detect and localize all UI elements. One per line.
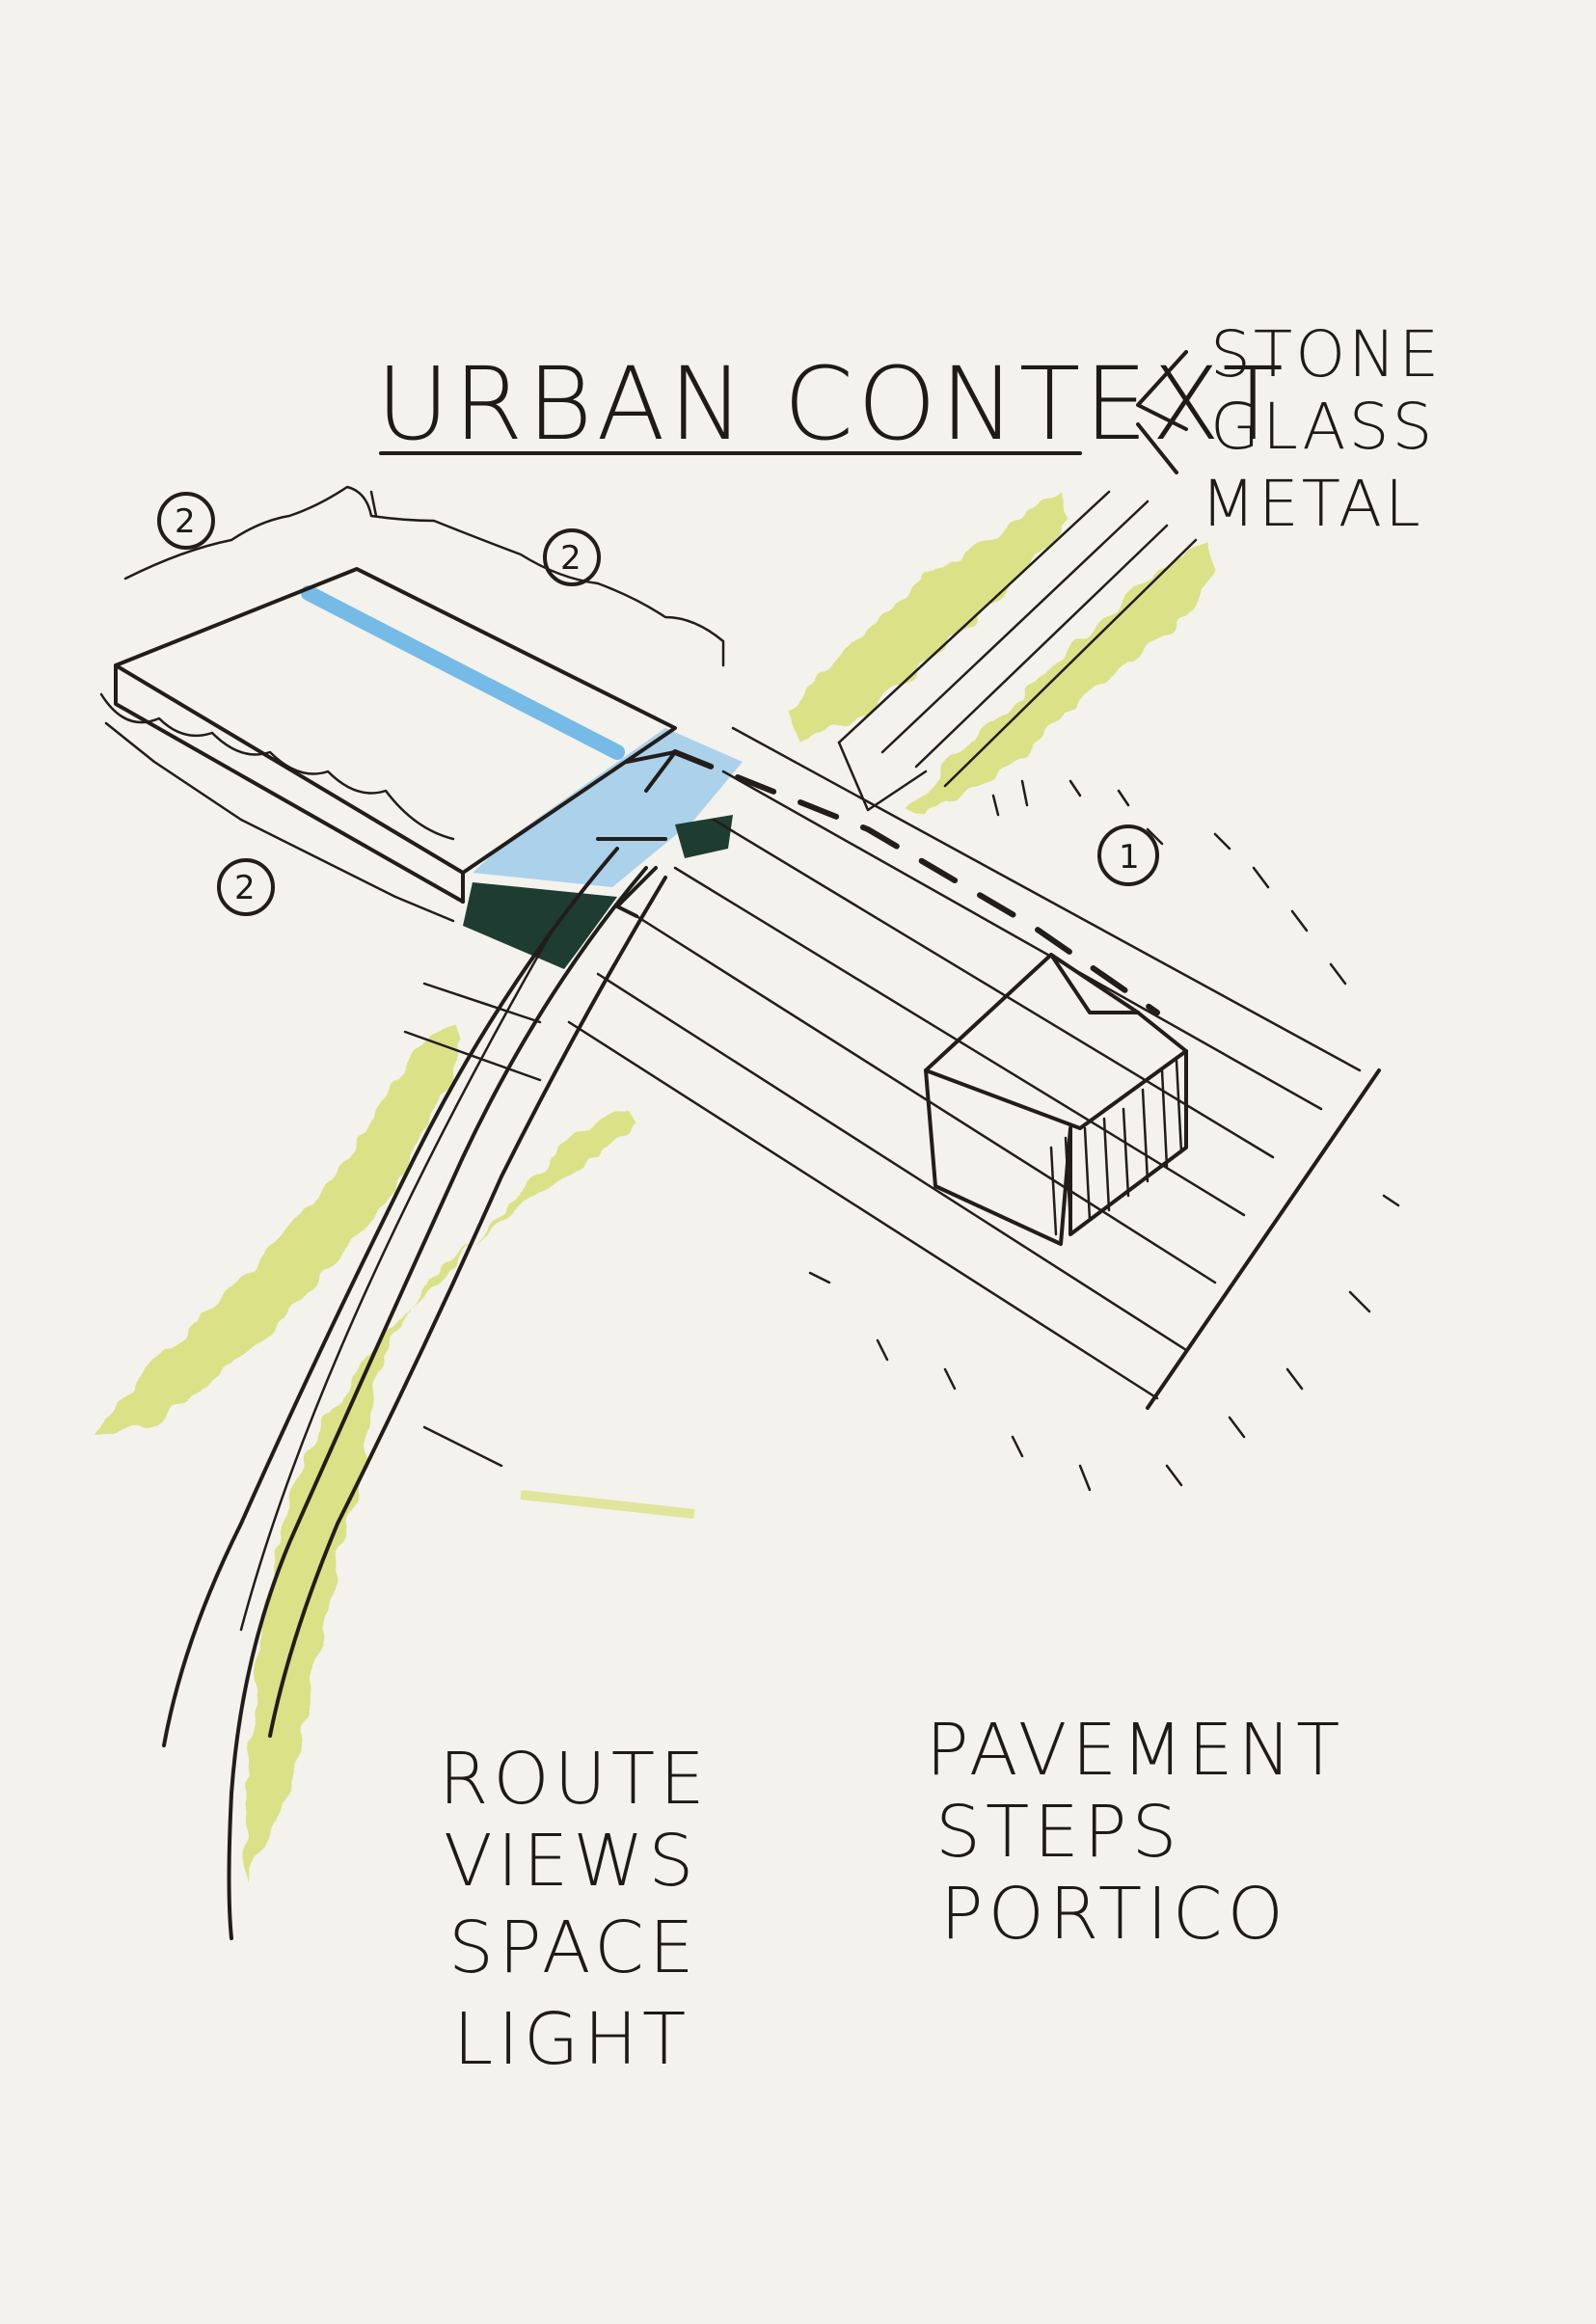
list-left-views: VIEWS: [444, 1820, 698, 1903]
list-left-space: SPACE: [448, 1906, 699, 1989]
title: URBAN CONTEXT: [376, 345, 1287, 463]
marker-2-top-right: 2: [545, 530, 599, 584]
svg-text:2: 2: [560, 539, 582, 578]
neighbour-outlines: [125, 487, 723, 665]
material-stone: STONE: [1210, 317, 1442, 392]
list-left-route: ROUTE: [439, 1738, 710, 1821]
glass-roof-stroke: [309, 593, 617, 752]
axis-dashed-line: [675, 752, 1157, 1013]
material-metal: METAL: [1201, 467, 1423, 541]
svg-text:2: 2: [234, 869, 256, 907]
radiating-ticks: [424, 781, 1398, 1490]
list-right-portico: PORTICO: [940, 1873, 1288, 1956]
marker-2-left: 2: [219, 860, 273, 914]
list-right-steps: STEPS: [935, 1791, 1182, 1874]
svg-text:2: 2: [175, 502, 196, 541]
vegetation-highlights: [96, 492, 1215, 1880]
svg-text:1: 1: [1119, 838, 1140, 877]
marker-1-house: 1: [1099, 826, 1157, 884]
list-right-pavement: PAVEMENT: [926, 1709, 1344, 1792]
glass-highlights: [309, 593, 743, 887]
list-left-light: LIGHT: [453, 1998, 690, 2081]
material-glass: GLASS: [1210, 390, 1435, 464]
marker-2-top-left: 2: [159, 494, 213, 548]
veg-strip-lower-left: [96, 1022, 463, 1437]
veg-smear: [521, 1495, 694, 1514]
